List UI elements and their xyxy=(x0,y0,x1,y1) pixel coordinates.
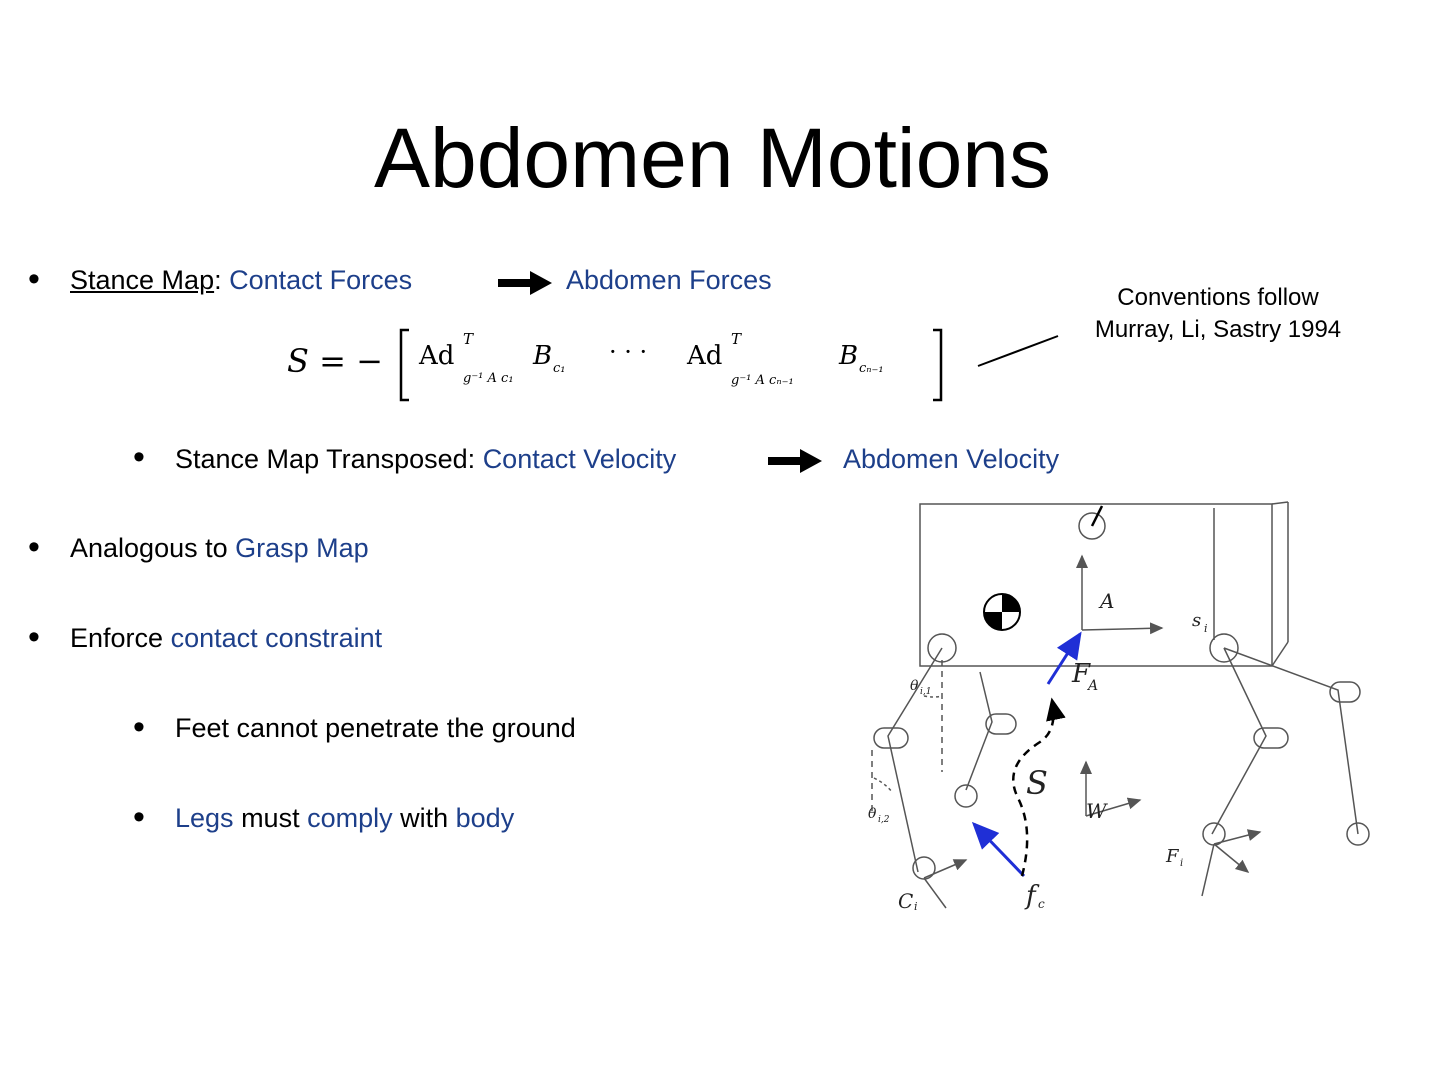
comply-word: comply xyxy=(307,803,393,833)
bullet-enforce: Enforce contact constraint xyxy=(70,622,382,654)
legs-word: Legs xyxy=(175,803,234,833)
label-w: W xyxy=(1086,799,1108,823)
note-line2: Murray, Li, Sastry 1994 xyxy=(1094,316,1342,343)
note-pointer-line xyxy=(977,335,1059,367)
arrow-right-icon xyxy=(498,271,552,295)
bullet-dot: • xyxy=(133,438,145,476)
equation-b-1: B xyxy=(532,341,552,371)
must-word: must xyxy=(233,803,308,833)
hexapod-diagram: A s i F A S W θ i,1 θ i,2 C i f c F i xyxy=(868,501,1370,910)
equation-sup-2: T xyxy=(731,330,742,348)
contact-forces-text: Contact Forces xyxy=(229,265,413,295)
stance-transposed-label: Stance Map Transposed: xyxy=(175,444,483,474)
bullet-dot: • xyxy=(133,798,145,836)
equation-b-2: B xyxy=(838,341,858,371)
equation-sup-1: T xyxy=(463,330,474,348)
slide-title: Abdomen Motions xyxy=(373,111,1052,205)
label-theta1-sub: i,1 xyxy=(920,687,931,697)
bullet-stance-map: Stance Map: Contact Forces xyxy=(70,264,412,296)
equation-bsub-2: cₙ₋₁ xyxy=(859,361,884,376)
body-word: body xyxy=(455,803,515,833)
label-fa-sub: A xyxy=(1086,678,1098,694)
label-f-sub: i xyxy=(1180,858,1183,869)
abdomen-forces-text: Abdomen Forces xyxy=(566,265,772,295)
label-theta2: θ xyxy=(868,806,877,822)
stance-map-equation: S = − Ad T g⁻¹ A c₁ B c₁ · · · Ad T g⁻¹ … xyxy=(287,328,943,402)
enforce-prefix: Enforce xyxy=(70,623,171,653)
contact-constraint-text: contact constraint xyxy=(170,623,383,653)
equation-ad-1: Ad xyxy=(418,341,454,371)
label-c: C xyxy=(898,889,913,910)
bullet-dot: • xyxy=(28,528,40,566)
bullet-analogous: Analogous to Grasp Map xyxy=(70,532,369,564)
bullet-stance-transposed: Stance Map Transposed: Contact Velocity xyxy=(175,443,676,475)
bullet-dot: • xyxy=(28,260,40,298)
stance-map-label: Stance Map xyxy=(70,265,215,295)
equation-sub-2: g⁻¹ A cₙ₋₁ xyxy=(731,373,794,388)
label-theta1: θ xyxy=(910,678,919,694)
label-s-sub: i xyxy=(1204,622,1208,635)
equation-sub-1: g⁻¹ A c₁ xyxy=(463,371,514,386)
bullet-dot: • xyxy=(28,618,40,656)
grasp-map-text: Grasp Map xyxy=(235,533,369,563)
bullet-dot: • xyxy=(133,708,145,746)
label-fc-sub: c xyxy=(1038,897,1045,910)
label-f: F xyxy=(1165,846,1180,867)
abdomen-velocity-text: Abdomen Velocity xyxy=(843,444,1060,474)
stance-map-colon: : xyxy=(214,265,230,295)
bullet-legs: Legs must comply with body xyxy=(175,802,514,834)
equation-lhs: S = − xyxy=(287,342,383,380)
equation-dots: · · · xyxy=(609,338,647,366)
conventions-note: Conventions follow Murray, Li, Sastry 19… xyxy=(1070,282,1366,346)
bullet-feet: Feet cannot penetrate the ground xyxy=(175,713,576,743)
note-line1: Conventions follow xyxy=(1117,284,1319,311)
label-fa: F xyxy=(1071,659,1091,689)
arrow-right-icon xyxy=(768,449,822,473)
label-a: A xyxy=(1098,589,1114,613)
label-theta2-sub: i,2 xyxy=(878,815,890,825)
center-of-mass-icon xyxy=(983,593,1021,631)
with-word: with xyxy=(392,803,456,833)
label-c-sub: i xyxy=(914,900,918,910)
label-s: s xyxy=(1192,610,1201,631)
contact-velocity-text: Contact Velocity xyxy=(482,444,677,474)
equation-bsub-1: c₁ xyxy=(553,361,566,376)
equation-ad-2: Ad xyxy=(686,341,722,371)
analogous-prefix: Analogous to xyxy=(70,533,236,563)
label-s-curve: S xyxy=(1026,764,1048,802)
